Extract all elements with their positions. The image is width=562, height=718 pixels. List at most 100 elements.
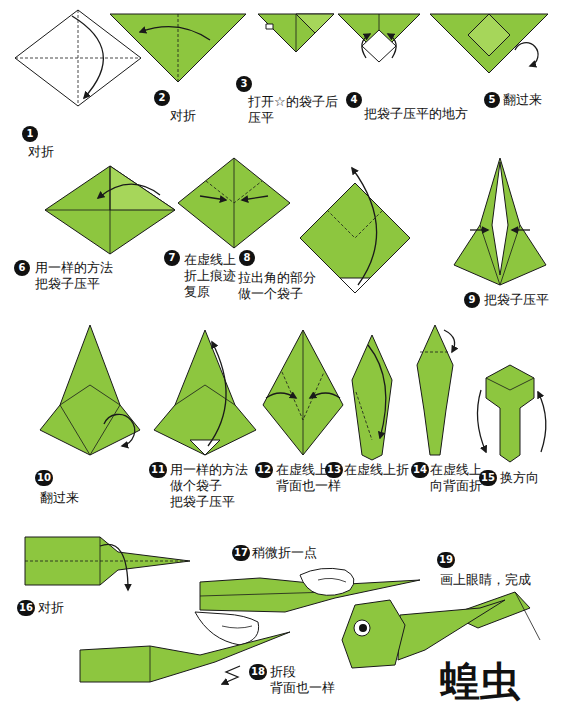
step2-figure-part <box>178 14 179 82</box>
step-number-circle: 13在虚线上折 <box>325 462 343 478</box>
step18-figure <box>80 632 290 684</box>
step-caption: 打开☆的袋子后 压平 <box>248 94 343 126</box>
step5-figure <box>430 14 548 73</box>
step4-figure-part <box>379 14 380 30</box>
step9-figure-part <box>492 162 508 275</box>
step12-figure <box>263 330 343 455</box>
step14-figure-part <box>420 352 450 353</box>
step9-figure <box>454 158 546 285</box>
step11-figure-part <box>154 330 256 455</box>
step-caption: 拉出角的部分 做一个袋子 <box>238 270 320 302</box>
step19-figure-part <box>359 624 367 632</box>
step14-figure-part <box>417 325 453 455</box>
step8-figure-part <box>340 278 370 293</box>
step10-figure-part <box>104 414 135 446</box>
step5-figure-part <box>515 43 538 66</box>
step-caption: 把袋子压平的地方 <box>364 106 472 122</box>
step2-figure-part <box>140 27 210 40</box>
step8-figure-part <box>300 183 410 293</box>
step16-figure <box>25 537 190 590</box>
step10-figure-part <box>60 405 120 455</box>
step4-figure <box>338 14 420 62</box>
step-caption: 在虚线上折 <box>344 462 413 478</box>
step4-figure-part <box>362 30 396 62</box>
step-number-circle: 11用一样的方法 做个袋子 把袋子压平 <box>149 462 167 478</box>
step-number: 15 <box>479 470 497 486</box>
step2-figure-part <box>110 14 246 82</box>
step10-figure-part <box>40 325 140 455</box>
step13-figure <box>352 335 392 460</box>
step-caption: 对折 <box>170 108 200 124</box>
step-number-circle: 16对折 <box>17 600 35 616</box>
step7-figure-part <box>178 158 290 248</box>
step5-figure-part <box>430 14 548 73</box>
step-number-circle: 9把袋子压平 <box>464 292 480 308</box>
step14-figure <box>417 325 455 455</box>
step11-figure-part <box>208 342 226 446</box>
step3-figure-part <box>296 14 334 33</box>
step7-figure-part <box>200 196 226 200</box>
step7-figure-part <box>242 196 268 200</box>
step-number-circle: 2对折 <box>154 90 170 106</box>
step12-figure-part <box>263 330 343 455</box>
step9-figure-part <box>480 225 520 285</box>
step-caption: 稍微折一点 <box>252 545 321 561</box>
step4-figure-part <box>362 34 370 58</box>
step-number-circle: 18折段 背面也一样 <box>249 664 267 680</box>
step-number-circle: 1对折 <box>22 126 38 142</box>
step11-figure-part <box>190 440 220 455</box>
step1-figure-part <box>78 10 79 106</box>
step-number-circle: 15换方向 <box>479 470 497 486</box>
step-number: 7 <box>164 250 180 266</box>
step12-figure-part <box>266 393 296 398</box>
step-number-circle: 8拉出角的部分 做一个袋子 <box>239 250 255 266</box>
step18-figure-part <box>222 666 240 684</box>
step-number: 10 <box>35 470 53 486</box>
step7-figure <box>178 158 290 248</box>
step-number: 16 <box>17 600 35 616</box>
step6-figure <box>45 166 175 254</box>
title: 蝗虫 <box>440 658 520 704</box>
step-number: 14 <box>411 462 429 478</box>
step-number-circle: 17稍微折一点 <box>232 545 250 561</box>
step9-figure-part <box>512 229 530 230</box>
step-number: 19 <box>437 552 455 568</box>
step13-figure-part <box>352 335 392 460</box>
step-number-circle: 7在虚线上 折上痕迹 复原 <box>164 250 180 266</box>
step19-figure-part <box>342 600 405 668</box>
step-number: 8 <box>239 250 255 266</box>
step-number: 4 <box>346 92 362 108</box>
step15-figure-part <box>477 390 486 452</box>
step15-figure-part <box>486 378 534 390</box>
step-number: 5 <box>484 92 500 108</box>
step1-figure-part <box>72 16 103 98</box>
step5-figure-part <box>468 14 510 56</box>
step-caption: 换方向 <box>500 470 543 486</box>
step6-figure-part <box>110 166 175 210</box>
step-caption: 翻过来 <box>40 490 83 506</box>
step17-figure-part <box>300 568 354 595</box>
step-number-circle: 4把袋子压平的地方 <box>346 92 362 108</box>
step2-figure <box>110 14 246 82</box>
step14-figure-part <box>444 330 455 352</box>
step12-figure-part <box>310 393 340 398</box>
step3-figure-part <box>266 24 273 29</box>
step9-figure-part <box>470 229 488 230</box>
step17-figure-part <box>195 612 259 645</box>
step17-figure-part <box>200 592 330 596</box>
step-number: 13 <box>325 462 343 478</box>
step-caption: 把袋子压平 <box>484 292 553 308</box>
step18-figure-part <box>80 632 290 682</box>
step-number: 3 <box>236 76 252 92</box>
step10-figure-part <box>60 385 120 405</box>
step19-figure-part <box>515 592 540 640</box>
step-number-circle: 14在虚线上 向背面折 <box>411 462 429 478</box>
step15-figure-part <box>538 392 546 452</box>
step-caption: 在虚线上 折上痕迹 复原 <box>184 252 240 300</box>
step-number-circle: 5翻过来 <box>484 92 500 108</box>
step17-figure-part <box>222 626 252 628</box>
step-number: 17 <box>232 545 250 561</box>
step13-figure-part <box>368 345 386 438</box>
step-number-circle: 3打开☆的袋子后 压平 <box>236 76 252 92</box>
step-caption: 对折 <box>38 600 68 616</box>
